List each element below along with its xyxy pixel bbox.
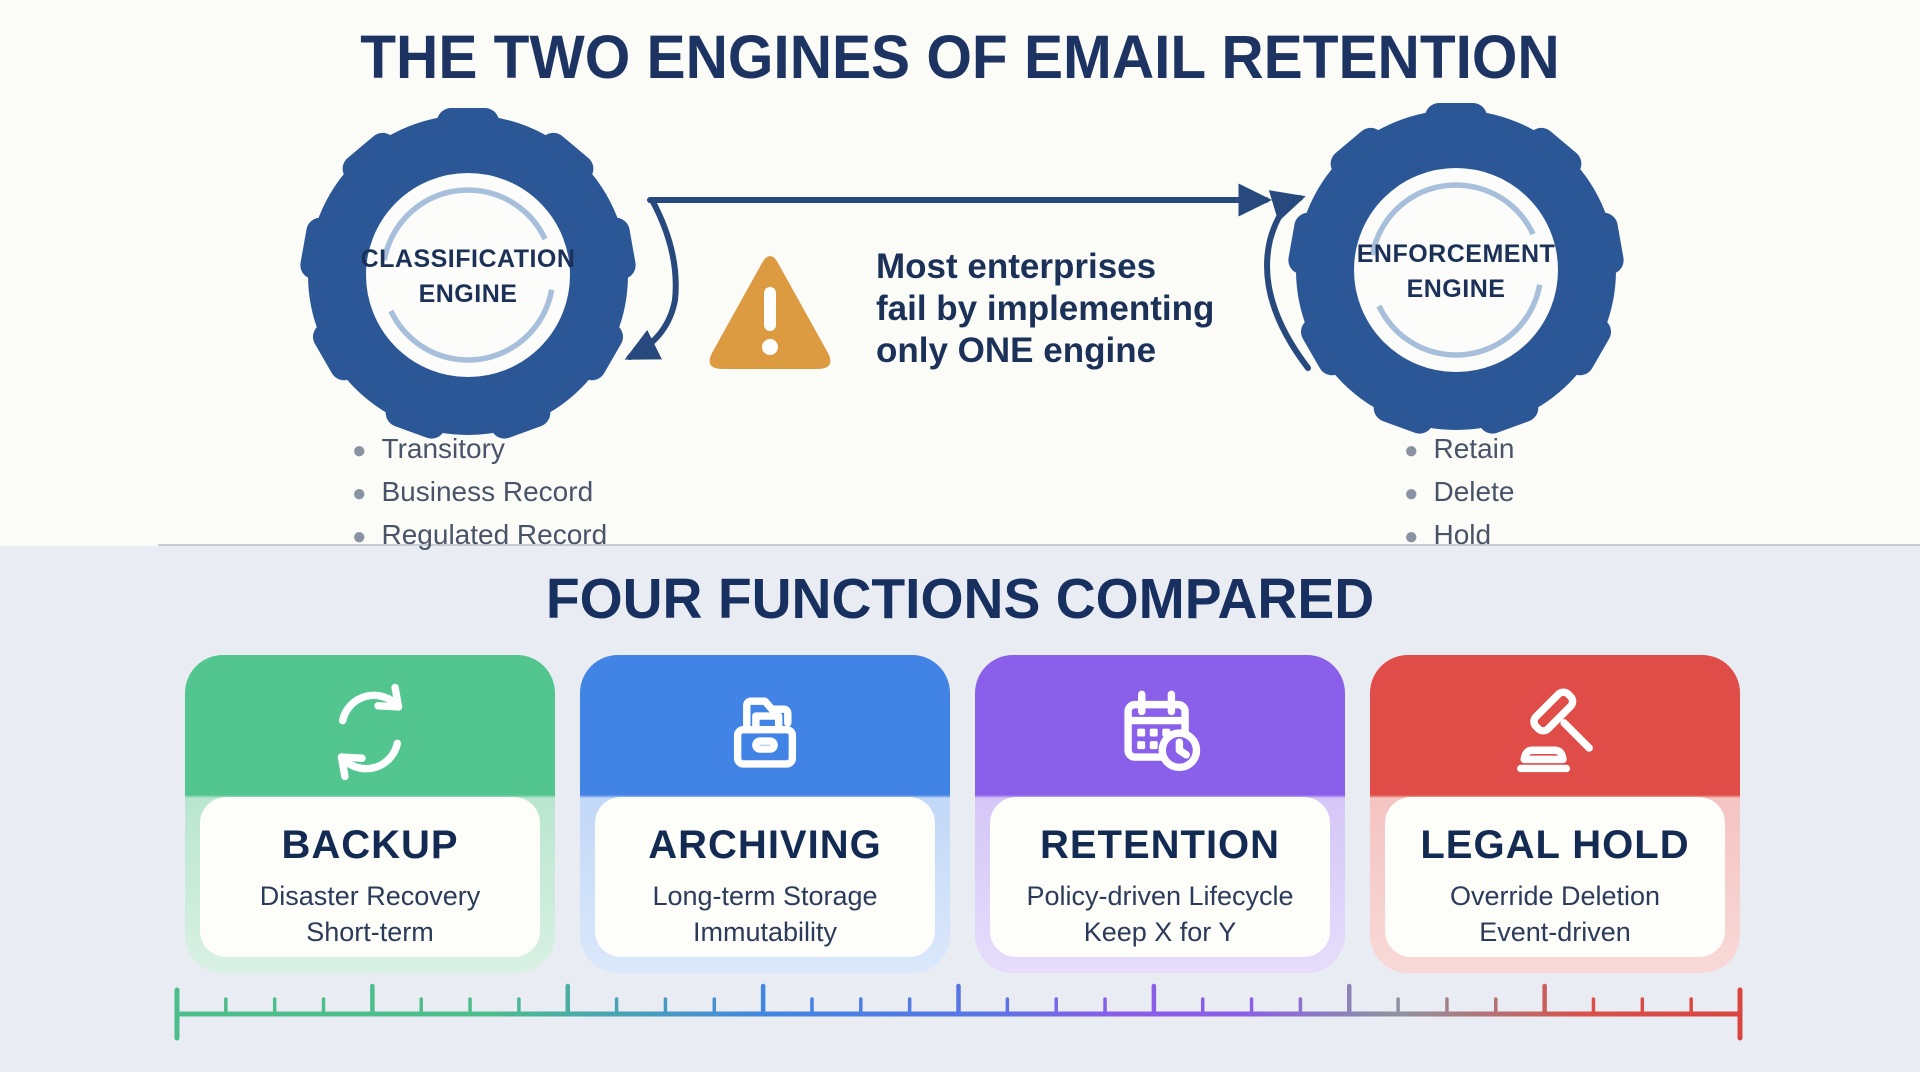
function-card-legal-hold: LEGAL HOLD Override Deletion Event-drive… bbox=[1370, 655, 1740, 973]
function-card-archiving: ARCHIVING Long-term Storage Immutability bbox=[580, 655, 950, 973]
gear-label-line2: ENGINE bbox=[419, 280, 518, 308]
list-item: ●Retain bbox=[1404, 433, 1515, 464]
bullet-dot-icon: ● bbox=[1404, 437, 1419, 464]
gavel-icon bbox=[1370, 669, 1740, 795]
gear-label-line1: ENFORCEMENT bbox=[1357, 240, 1556, 268]
svg-text:ENGINE: ENGINE bbox=[1407, 275, 1506, 303]
warning-triangle-icon bbox=[709, 256, 831, 369]
function-card-backup: BACKUP Disaster Recovery Short-term bbox=[185, 655, 555, 973]
gear-icon: ENFORCEMENT ENGINE bbox=[1288, 103, 1624, 434]
gear-label-line1: CLASSIFICATION bbox=[361, 245, 576, 273]
bullet-dot-icon: ● bbox=[352, 523, 367, 550]
section-divider bbox=[158, 544, 1920, 546]
classification-bullet-list: ●Transitory ●Business Record ●Regulated … bbox=[352, 428, 607, 557]
bullet-dot-icon: ● bbox=[1404, 480, 1419, 507]
svg-text:CLASSIFICATION: CLASSIFICATION bbox=[361, 245, 576, 273]
gear-label-line2: ENGINE bbox=[1407, 275, 1506, 303]
warning-message: Most enterprises fail by implementing on… bbox=[876, 246, 1306, 372]
bullet-dot-icon: ● bbox=[352, 480, 367, 507]
function-card-description: Disaster Recovery Short-term bbox=[259, 881, 481, 947]
warning-line: only ONE engine bbox=[876, 331, 1157, 370]
function-card-body: LEGAL HOLD Override Deletion Event-drive… bbox=[1385, 797, 1725, 957]
warning-line: Most enterprises bbox=[876, 247, 1157, 286]
svg-text:ENGINE: ENGINE bbox=[419, 280, 518, 308]
enforcement-bullet-list: ●Retain ●Delete ●Hold bbox=[1404, 428, 1514, 557]
svg-text:ENFORCEMENT: ENFORCEMENT bbox=[1357, 240, 1556, 268]
enforcement-engine: ENFORCEMENT ENGINE bbox=[1286, 100, 1626, 440]
function-card-body: ARCHIVING Long-term Storage Immutability bbox=[595, 797, 935, 957]
gear-icon: CLASSIFICATION ENGINE bbox=[300, 108, 636, 439]
function-card-description: Override Deletion Event-driven bbox=[1449, 881, 1661, 947]
list-item: ●Regulated Record bbox=[352, 519, 608, 550]
sync-icon bbox=[185, 669, 555, 795]
function-card-title: LEGAL HOLD bbox=[1420, 823, 1690, 867]
function-card-description: Long-term Storage Immutability bbox=[652, 881, 878, 947]
list-item: ●Delete bbox=[1404, 476, 1515, 507]
list-item: ●Business Record bbox=[352, 476, 594, 507]
page-title: THE TWO ENGINES OF EMAIL RETENTION bbox=[360, 23, 1560, 91]
archive-box-icon bbox=[580, 669, 950, 795]
function-card-title: RETENTION bbox=[1039, 823, 1281, 867]
calendar-clock-icon bbox=[975, 669, 1345, 795]
bullet-dot-icon: ● bbox=[352, 437, 367, 464]
function-card-body: RETENTION Policy-driven Lifecycle Keep X… bbox=[990, 797, 1330, 957]
list-item: ●Transitory bbox=[352, 433, 505, 464]
bullet-dot-icon: ● bbox=[1404, 523, 1419, 550]
list-item: ●Hold bbox=[1404, 519, 1492, 550]
classification-engine: CLASSIFICATION ENGINE bbox=[298, 105, 638, 445]
function-cards-row: BACKUP Disaster Recovery Short-term ARCH… bbox=[185, 655, 1740, 973]
function-card-retention: RETENTION Policy-driven Lifecycle Keep X… bbox=[975, 655, 1345, 973]
warning-line: fail by implementing bbox=[876, 289, 1215, 328]
section-title: FOUR FUNCTIONS COMPARED bbox=[545, 567, 1375, 631]
function-card-title: BACKUP bbox=[281, 823, 459, 867]
function-card-description: Policy-driven Lifecycle Keep X for Y bbox=[1026, 881, 1294, 947]
function-card-body: BACKUP Disaster Recovery Short-term bbox=[200, 797, 540, 957]
function-card-title: ARCHIVING bbox=[648, 823, 882, 867]
